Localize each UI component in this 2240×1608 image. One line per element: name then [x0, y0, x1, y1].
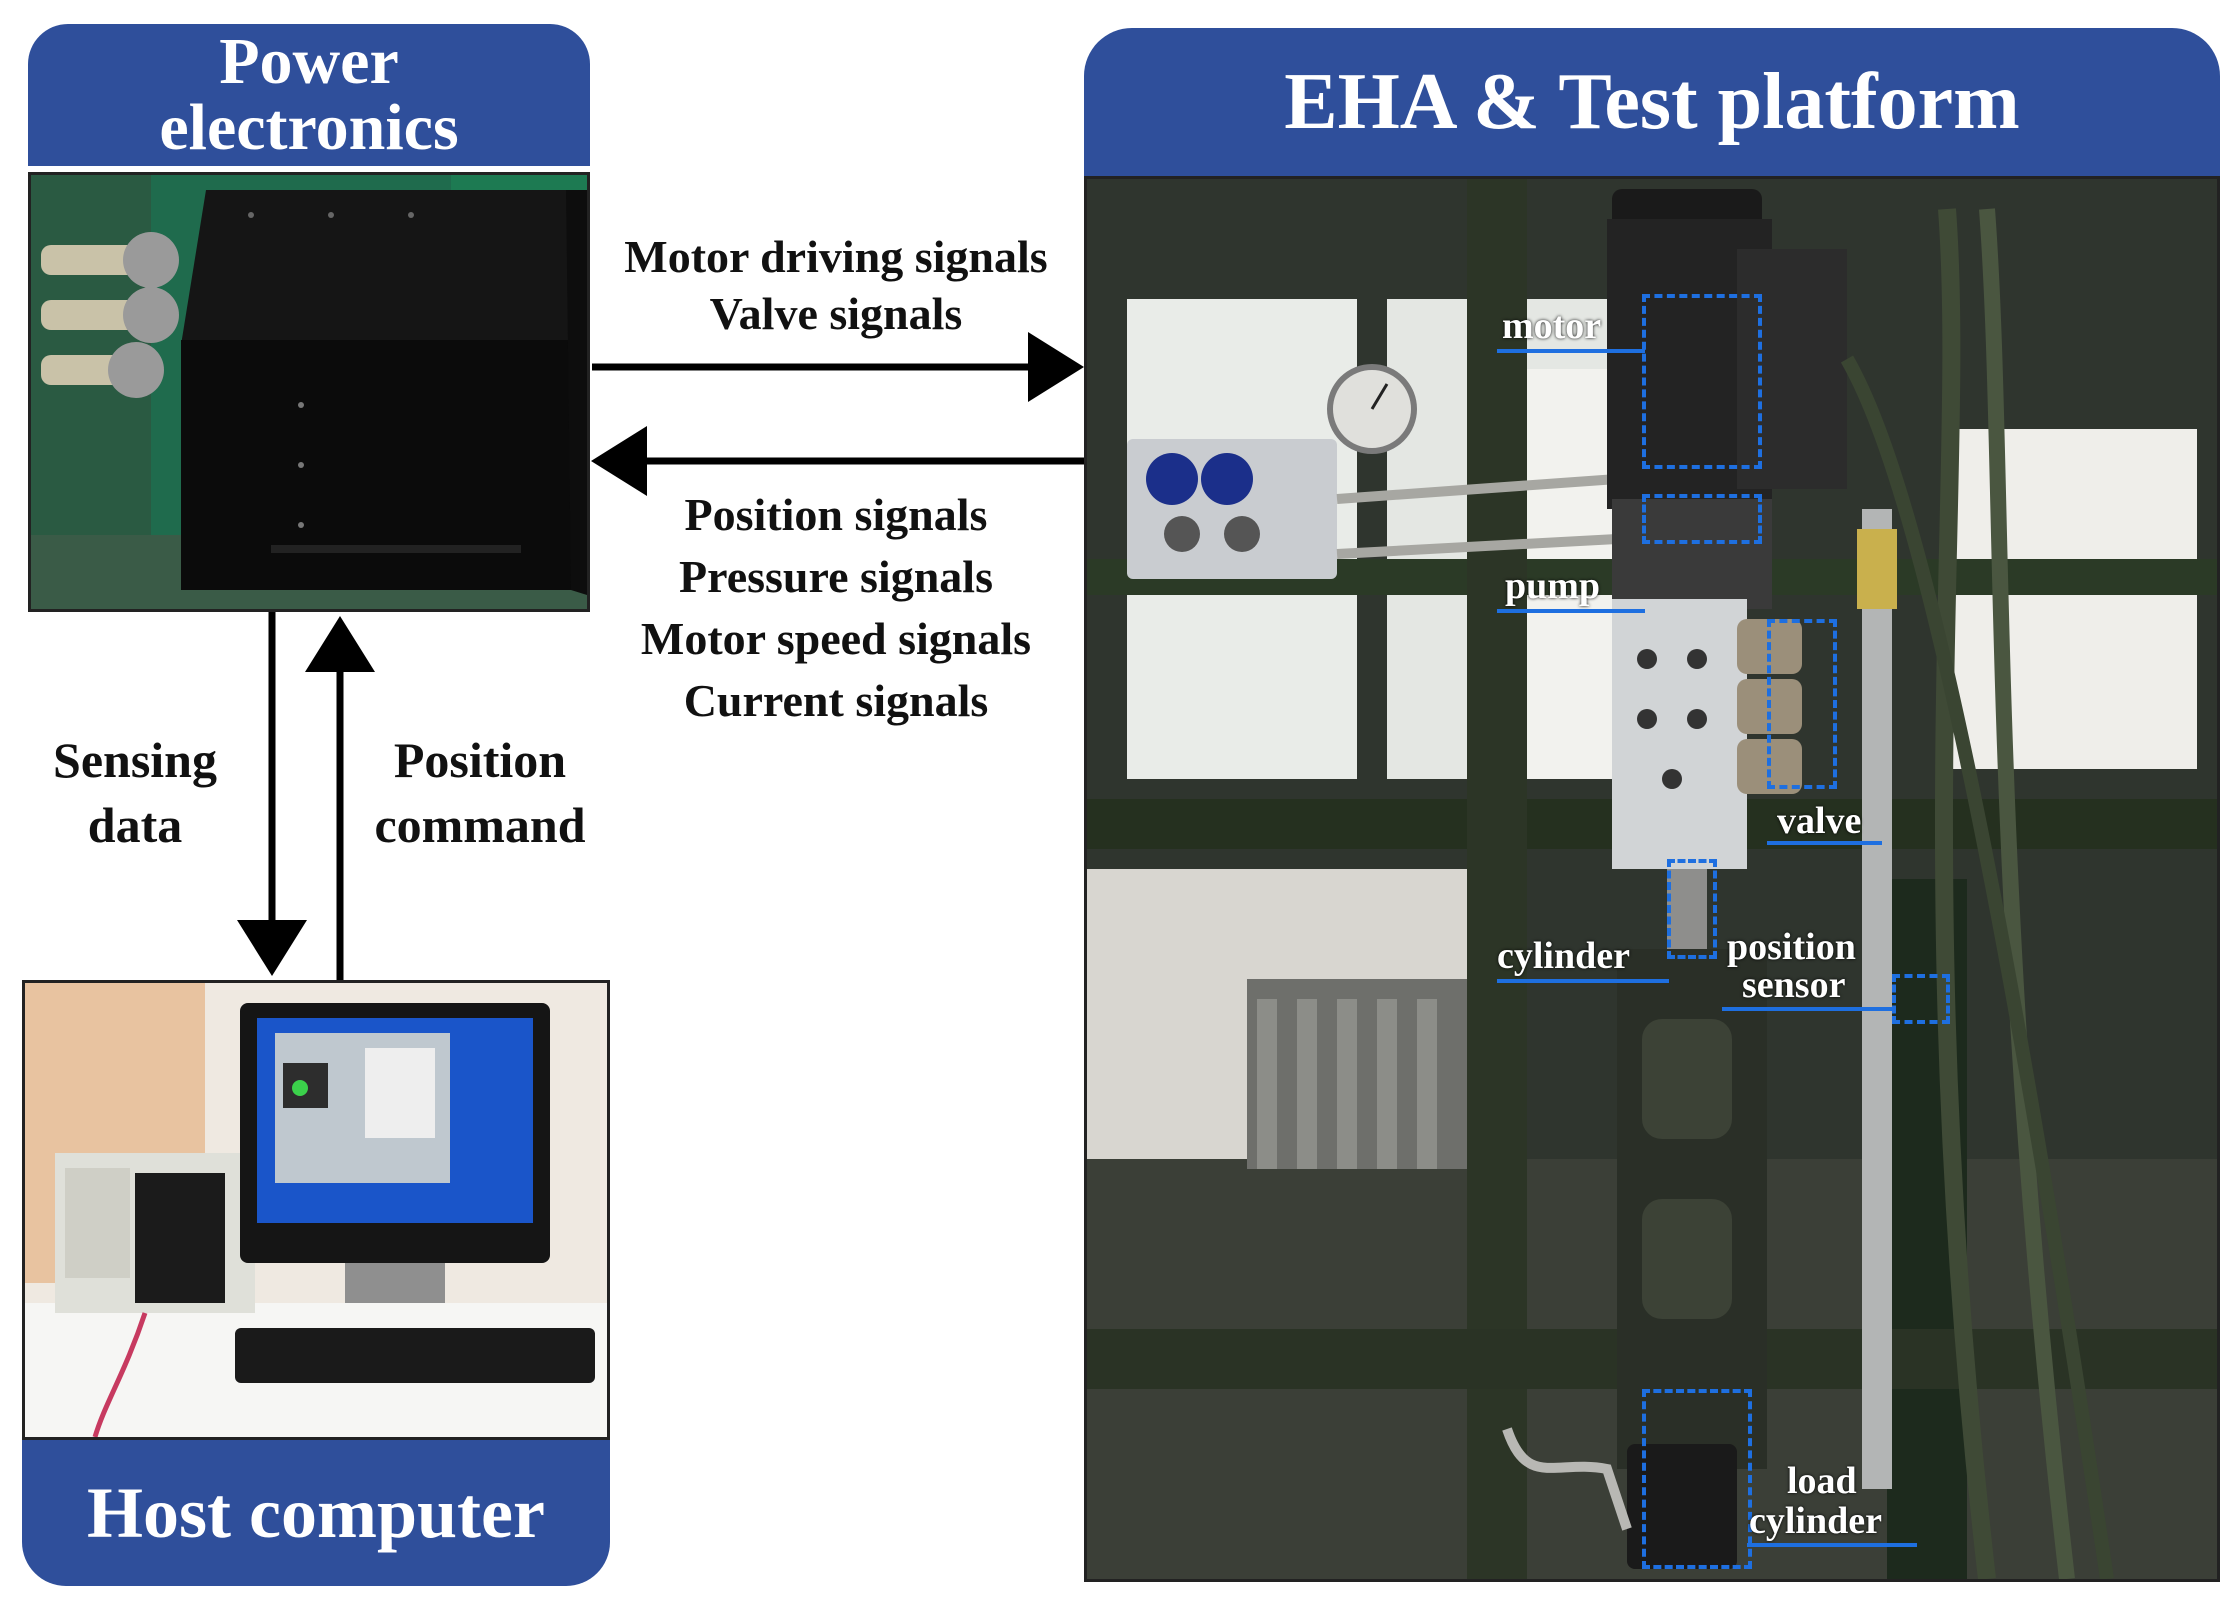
power-electronics-photo [28, 172, 590, 612]
motor-label-underline [1497, 349, 1645, 353]
eha-platform-illustration [1087, 179, 2217, 1579]
position-sensor-label-underline [1722, 1007, 1894, 1011]
position-command-line2: command [374, 797, 586, 853]
pump-label-underline [1497, 609, 1645, 613]
host-computer-title: Host computer [87, 1473, 545, 1553]
valve-signals-text: Valve signals [709, 288, 963, 340]
host-computer-header: Host computer [22, 1440, 610, 1586]
load-cylinder-highlight-box [1642, 1389, 1752, 1569]
power-electronics-title-line1: Power [219, 25, 399, 98]
valve-label: valve [1777, 800, 1862, 842]
pressure-signals-text: Pressure signals [679, 551, 993, 603]
cylinder-highlight-box [1667, 859, 1717, 959]
to-platform-signals: Motor driving signals Valve signals [598, 228, 1074, 342]
valve-label-underline [1767, 841, 1882, 845]
position-sensor-highlight-box [1892, 974, 1950, 1024]
motor-driving-signals-text: Motor driving signals [624, 231, 1048, 282]
host-computer-illustration [25, 983, 607, 1437]
pump-label: pump [1505, 565, 1601, 607]
sensing-data-label: Sensing data [30, 728, 240, 858]
power-electronics-header: Power electronics [28, 24, 590, 166]
position-sensor-label-line1: position [1727, 926, 1856, 968]
load-cylinder-label-line1: load [1787, 1460, 1857, 1502]
load-cylinder-label-line2: cylinder [1749, 1500, 1882, 1542]
cylinder-label: cylinder [1497, 935, 1630, 977]
cylinder-label-underline [1497, 979, 1669, 983]
eha-platform-title: EHA & Test platform [1284, 58, 2020, 146]
motor-speed-signals-text: Motor speed signals [640, 613, 1032, 665]
position-command-label: Position command [355, 728, 605, 858]
valve-highlight-box [1767, 619, 1837, 789]
position-signals-text: Position signals [684, 489, 988, 540]
power-electronics-title-line2: electronics [159, 91, 459, 164]
motor-label: motor [1502, 305, 1602, 347]
position-sensor-label-line2: sensor [1742, 964, 1846, 1006]
load-cylinder-label-underline [1747, 1543, 1917, 1547]
pump-highlight-box [1642, 494, 1762, 544]
current-signals-text: Current signals [683, 675, 989, 727]
eha-platform-photo: motor pump valve cylinder position senso… [1084, 176, 2220, 1582]
eha-platform-header: EHA & Test platform [1084, 28, 2220, 176]
motor-highlight-box [1642, 294, 1762, 469]
sensing-data-line1: Sensing [53, 732, 217, 788]
from-platform-signals: Position signals Pressure signals Motor … [598, 484, 1074, 732]
host-computer-photo [22, 980, 610, 1440]
sensing-data-line2: data [87, 797, 183, 853]
position-command-line1: Position [393, 732, 567, 788]
power-electronics-illustration [31, 175, 587, 609]
